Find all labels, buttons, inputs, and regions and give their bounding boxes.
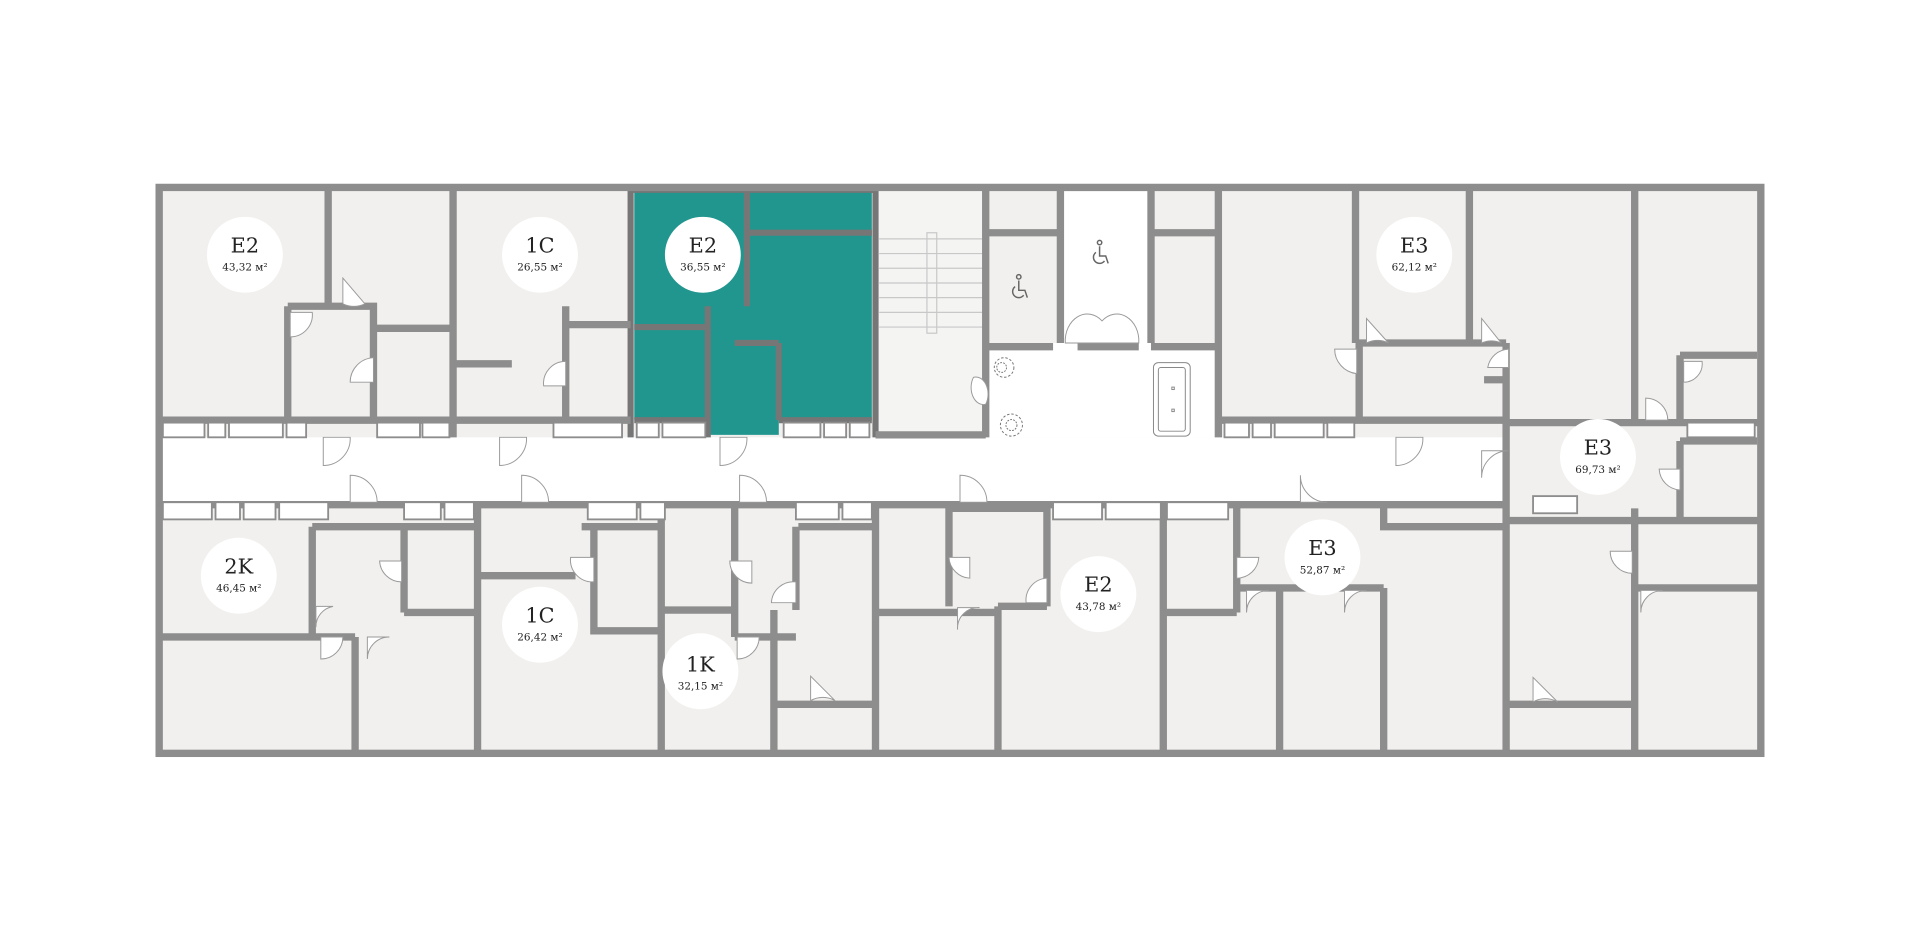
wheelchair-icon <box>1011 273 1029 299</box>
windows <box>161 421 1756 521</box>
apartment-label[interactable]: 1K 32,15 м² <box>662 633 739 710</box>
apartment-area: 52,87 м² <box>1300 564 1345 576</box>
walls <box>155 183 1765 758</box>
apartment-label[interactable]: 1С 26,55 м² <box>502 216 578 293</box>
staircase-icon <box>879 191 984 434</box>
apartment-area: 62,12 м² <box>1392 262 1437 274</box>
apartment-area: 43,32 м² <box>222 262 267 274</box>
corridor <box>162 437 1507 503</box>
apartment-area: 36,55 м² <box>680 262 725 274</box>
apartment-label[interactable]: E3 62,12 м² <box>1376 216 1453 293</box>
apartment-type: 2K <box>224 554 253 578</box>
plant-icon <box>993 357 1015 378</box>
apartment-type: 1С <box>525 233 554 257</box>
apartment-label[interactable]: E2 43,78 м² <box>1060 556 1137 633</box>
apartment-e2-selected[interactable] <box>627 186 879 438</box>
apartment-type: E3 <box>1400 233 1428 257</box>
apartment-area: 32,15 м² <box>678 681 723 693</box>
sofa-icon <box>1152 362 1191 437</box>
doors <box>289 276 1703 703</box>
apartment-area: 46,45 м² <box>216 583 261 595</box>
apartment-type: E3 <box>1584 435 1612 459</box>
apartment-label[interactable]: E3 52,87 м² <box>1284 519 1361 596</box>
apartment-type: 1K <box>686 652 715 676</box>
apartment-area: 26,42 м² <box>517 632 562 644</box>
apartment-type: 1С <box>525 603 554 627</box>
apartment-type: E2 <box>1084 573 1112 597</box>
apartment-label[interactable]: E3 69,73 м² <box>1560 418 1636 495</box>
apartment-area: 43,78 м² <box>1076 601 1121 613</box>
apartment-area: 26,55 м² <box>517 262 562 274</box>
apartment-type: E2 <box>689 233 717 257</box>
apartment-label[interactable]: 2K 46,45 м² <box>200 537 277 614</box>
apartment-label[interactable]: E2 43,32 м² <box>206 216 283 293</box>
apartment-type: E3 <box>1308 536 1336 560</box>
plant-icon <box>999 413 1023 437</box>
apartment-label[interactable]: E2 36,55 м² <box>664 216 741 293</box>
apartment-type: E2 <box>231 233 259 257</box>
apartment-label[interactable]: 1С 26,42 м² <box>502 586 578 663</box>
wheelchair-icon <box>1092 239 1109 265</box>
apartment-area: 69,73 м² <box>1575 464 1620 476</box>
